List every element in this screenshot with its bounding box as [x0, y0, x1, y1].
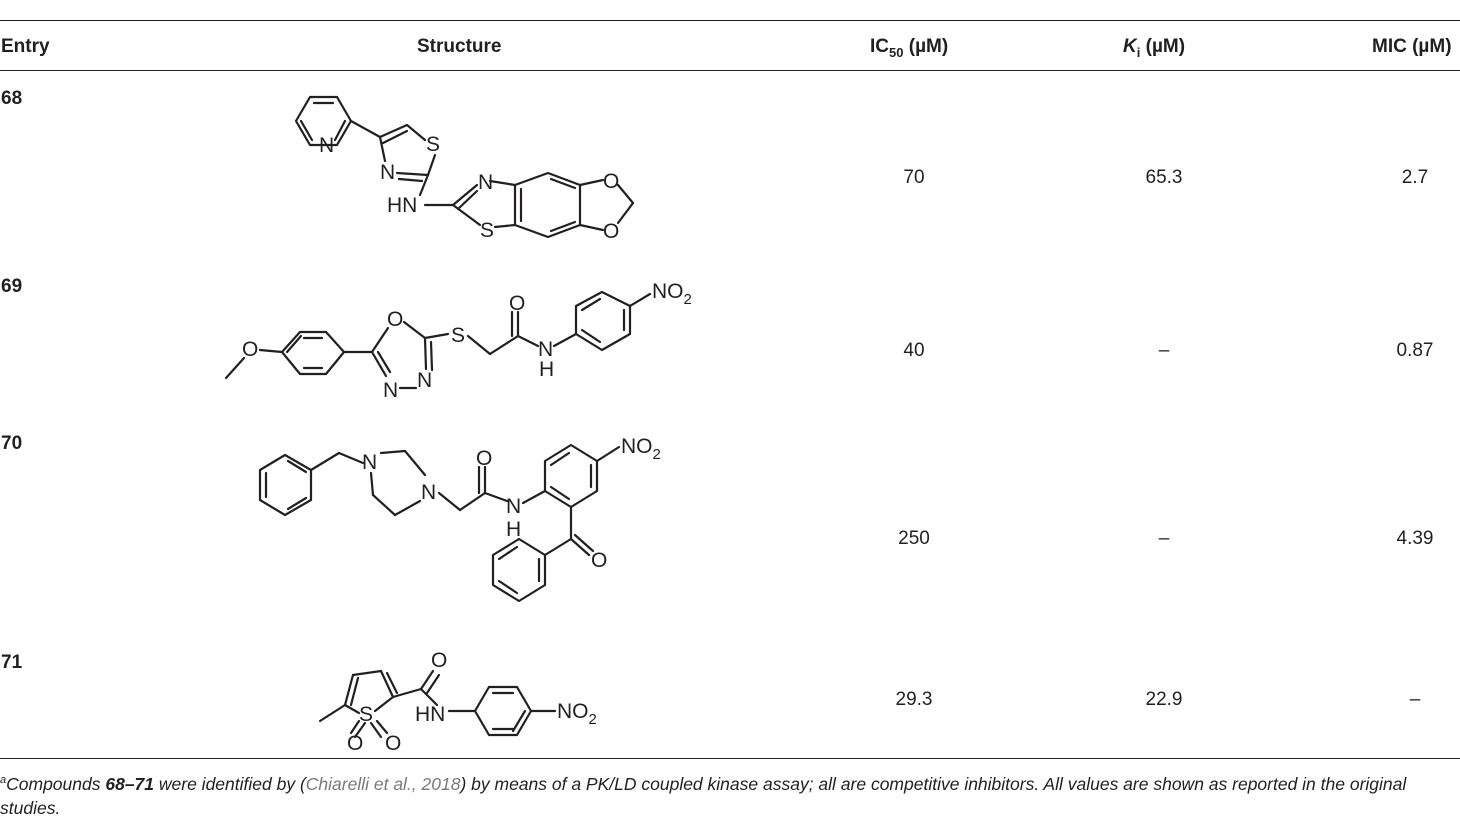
header-structure: Structure	[417, 36, 502, 57]
structure-71: S O O O HN NO2	[315, 645, 615, 760]
atom-o: O	[242, 338, 258, 361]
atom-o: O	[603, 170, 619, 193]
atom-n: N	[319, 134, 334, 157]
row-69-ic50: 40	[903, 340, 925, 361]
atom-no2: NO2	[557, 700, 597, 728]
atom-o: O	[509, 292, 525, 315]
citation-link[interactable]: Chiarelli et al., 2018	[305, 773, 461, 794]
atom-no2: NO2	[652, 280, 692, 308]
row-71-mic: –	[1409, 689, 1421, 710]
atom-o: O	[431, 649, 447, 672]
structure-70: N N O N H NO2 O	[255, 425, 675, 630]
row-70-ki: –	[1158, 528, 1170, 549]
atom-n: N	[478, 171, 493, 194]
footnote-marker: a	[0, 774, 7, 786]
atom-n: N	[506, 495, 521, 518]
atom-n: N	[383, 379, 398, 402]
atom-o: O	[603, 220, 619, 243]
row-71-ic50: 29.3	[895, 689, 933, 710]
row-71-ki: 22.9	[1145, 689, 1183, 710]
atom-s: S	[426, 133, 440, 156]
atom-o: O	[385, 732, 401, 755]
row-68-entry: 68	[1, 88, 23, 109]
atom-n: N	[538, 338, 553, 361]
atom-o: O	[347, 732, 363, 755]
row-71-entry: 71	[1, 652, 23, 673]
row-69-mic: 0.87	[1396, 340, 1434, 361]
atom-o: O	[387, 308, 403, 331]
table-bottom-rule	[0, 758, 1460, 759]
atom-o: O	[476, 447, 492, 470]
header-entry: Entry	[1, 36, 50, 57]
header-ic50: IC50 (µM)	[870, 36, 949, 60]
table-top-rule	[0, 20, 1460, 21]
atom-h: H	[539, 358, 554, 381]
atom-n: N	[362, 451, 377, 474]
atom-no2: NO2	[621, 435, 661, 463]
atom-o: O	[591, 549, 607, 572]
row-68-ki: 65.3	[1145, 167, 1183, 188]
atom-hn: HN	[387, 194, 417, 217]
structure-68: N S N HN N S O O	[285, 85, 665, 250]
row-68-ic50: 70	[903, 167, 925, 188]
row-68-mic: 2.7	[1401, 167, 1429, 188]
atom-n: N	[417, 369, 432, 392]
atom-hn: HN	[415, 703, 445, 726]
row-70-mic: 4.39	[1396, 528, 1434, 549]
atom-s: S	[451, 324, 465, 347]
atom-s: S	[480, 219, 494, 242]
structure-69: O O N N S O N H NO2	[220, 270, 700, 405]
atom-n: N	[380, 161, 395, 184]
row-69-entry: 69	[1, 276, 23, 297]
row-69-ki: –	[1158, 340, 1170, 361]
atom-n: N	[421, 481, 436, 504]
atom-s: S	[359, 703, 373, 726]
table-footnote: aCompounds 68–71 were identified by (Chi…	[0, 773, 1407, 818]
row-70-entry: 70	[1, 433, 23, 454]
compound-range: 68–71	[105, 773, 155, 794]
header-mic: MIC (µM)	[1372, 36, 1452, 57]
header-bottom-rule	[0, 70, 1460, 71]
atom-h: H	[506, 518, 521, 541]
row-70-ic50: 250	[898, 528, 930, 549]
header-ki: Ki (µM)	[1123, 36, 1186, 60]
